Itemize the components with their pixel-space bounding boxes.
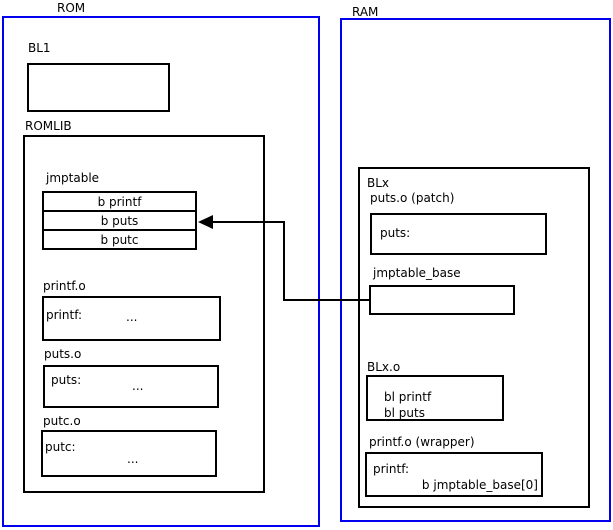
putc-o-box: putc: ...	[41, 430, 217, 477]
puts-patch-label: puts.o (patch)	[370, 191, 455, 205]
puts-patch-box: puts:	[370, 213, 547, 255]
putc-o-label: putc.o	[43, 414, 81, 428]
printf-wrapper-body: b jmptable_base[0]	[421, 478, 538, 492]
bl1-label: BL1	[28, 41, 51, 55]
puts-body-ellipsis: ...	[132, 379, 144, 393]
puts-symbol: puts:	[51, 373, 82, 387]
jmptable-label: jmptable	[46, 171, 100, 185]
printf-wrapper-symbol: printf:	[373, 462, 410, 476]
blx-o-line-bl-printf: bl printf	[384, 390, 432, 404]
jmptable-entry-putc: b putc	[42, 229, 197, 250]
printf-o-box: printf: ...	[42, 296, 221, 341]
bl1-box	[27, 63, 170, 112]
rom-region-label: ROM	[57, 1, 86, 15]
jmptable-entry-puts: b puts	[42, 210, 197, 231]
jmptable-box: b printf b puts b putc	[42, 191, 197, 250]
jmptable-base-box	[369, 285, 515, 315]
blx-box	[358, 167, 590, 508]
putc-body-ellipsis: ...	[127, 452, 139, 466]
puts-o-box: puts: ...	[43, 365, 219, 408]
printf-wrapper-box: printf: b jmptable_base[0]	[365, 452, 543, 497]
printf-body-ellipsis: ...	[126, 310, 138, 324]
blx-o-line-bl-puts: bl puts	[384, 406, 425, 420]
puts-o-label: puts.o	[44, 347, 82, 361]
blx-o-label: BLx.o	[367, 360, 401, 374]
romlib-box	[23, 135, 265, 493]
ram-region-label: RAM	[352, 5, 379, 19]
printf-wrapper-label: printf.o (wrapper)	[369, 435, 475, 449]
jmptable-entry-printf: b printf	[42, 191, 197, 212]
blx-o-box: bl printf bl puts	[366, 375, 504, 421]
romlib-label: ROMLIB	[25, 119, 72, 133]
puts-patch-symbol: puts:	[380, 226, 411, 240]
blx-label: BLx	[367, 176, 390, 190]
jmptable-base-label: jmptable_base	[373, 266, 461, 280]
putc-symbol: putc:	[45, 440, 76, 454]
printf-o-label: printf.o	[43, 279, 86, 293]
printf-symbol: printf:	[46, 308, 83, 322]
